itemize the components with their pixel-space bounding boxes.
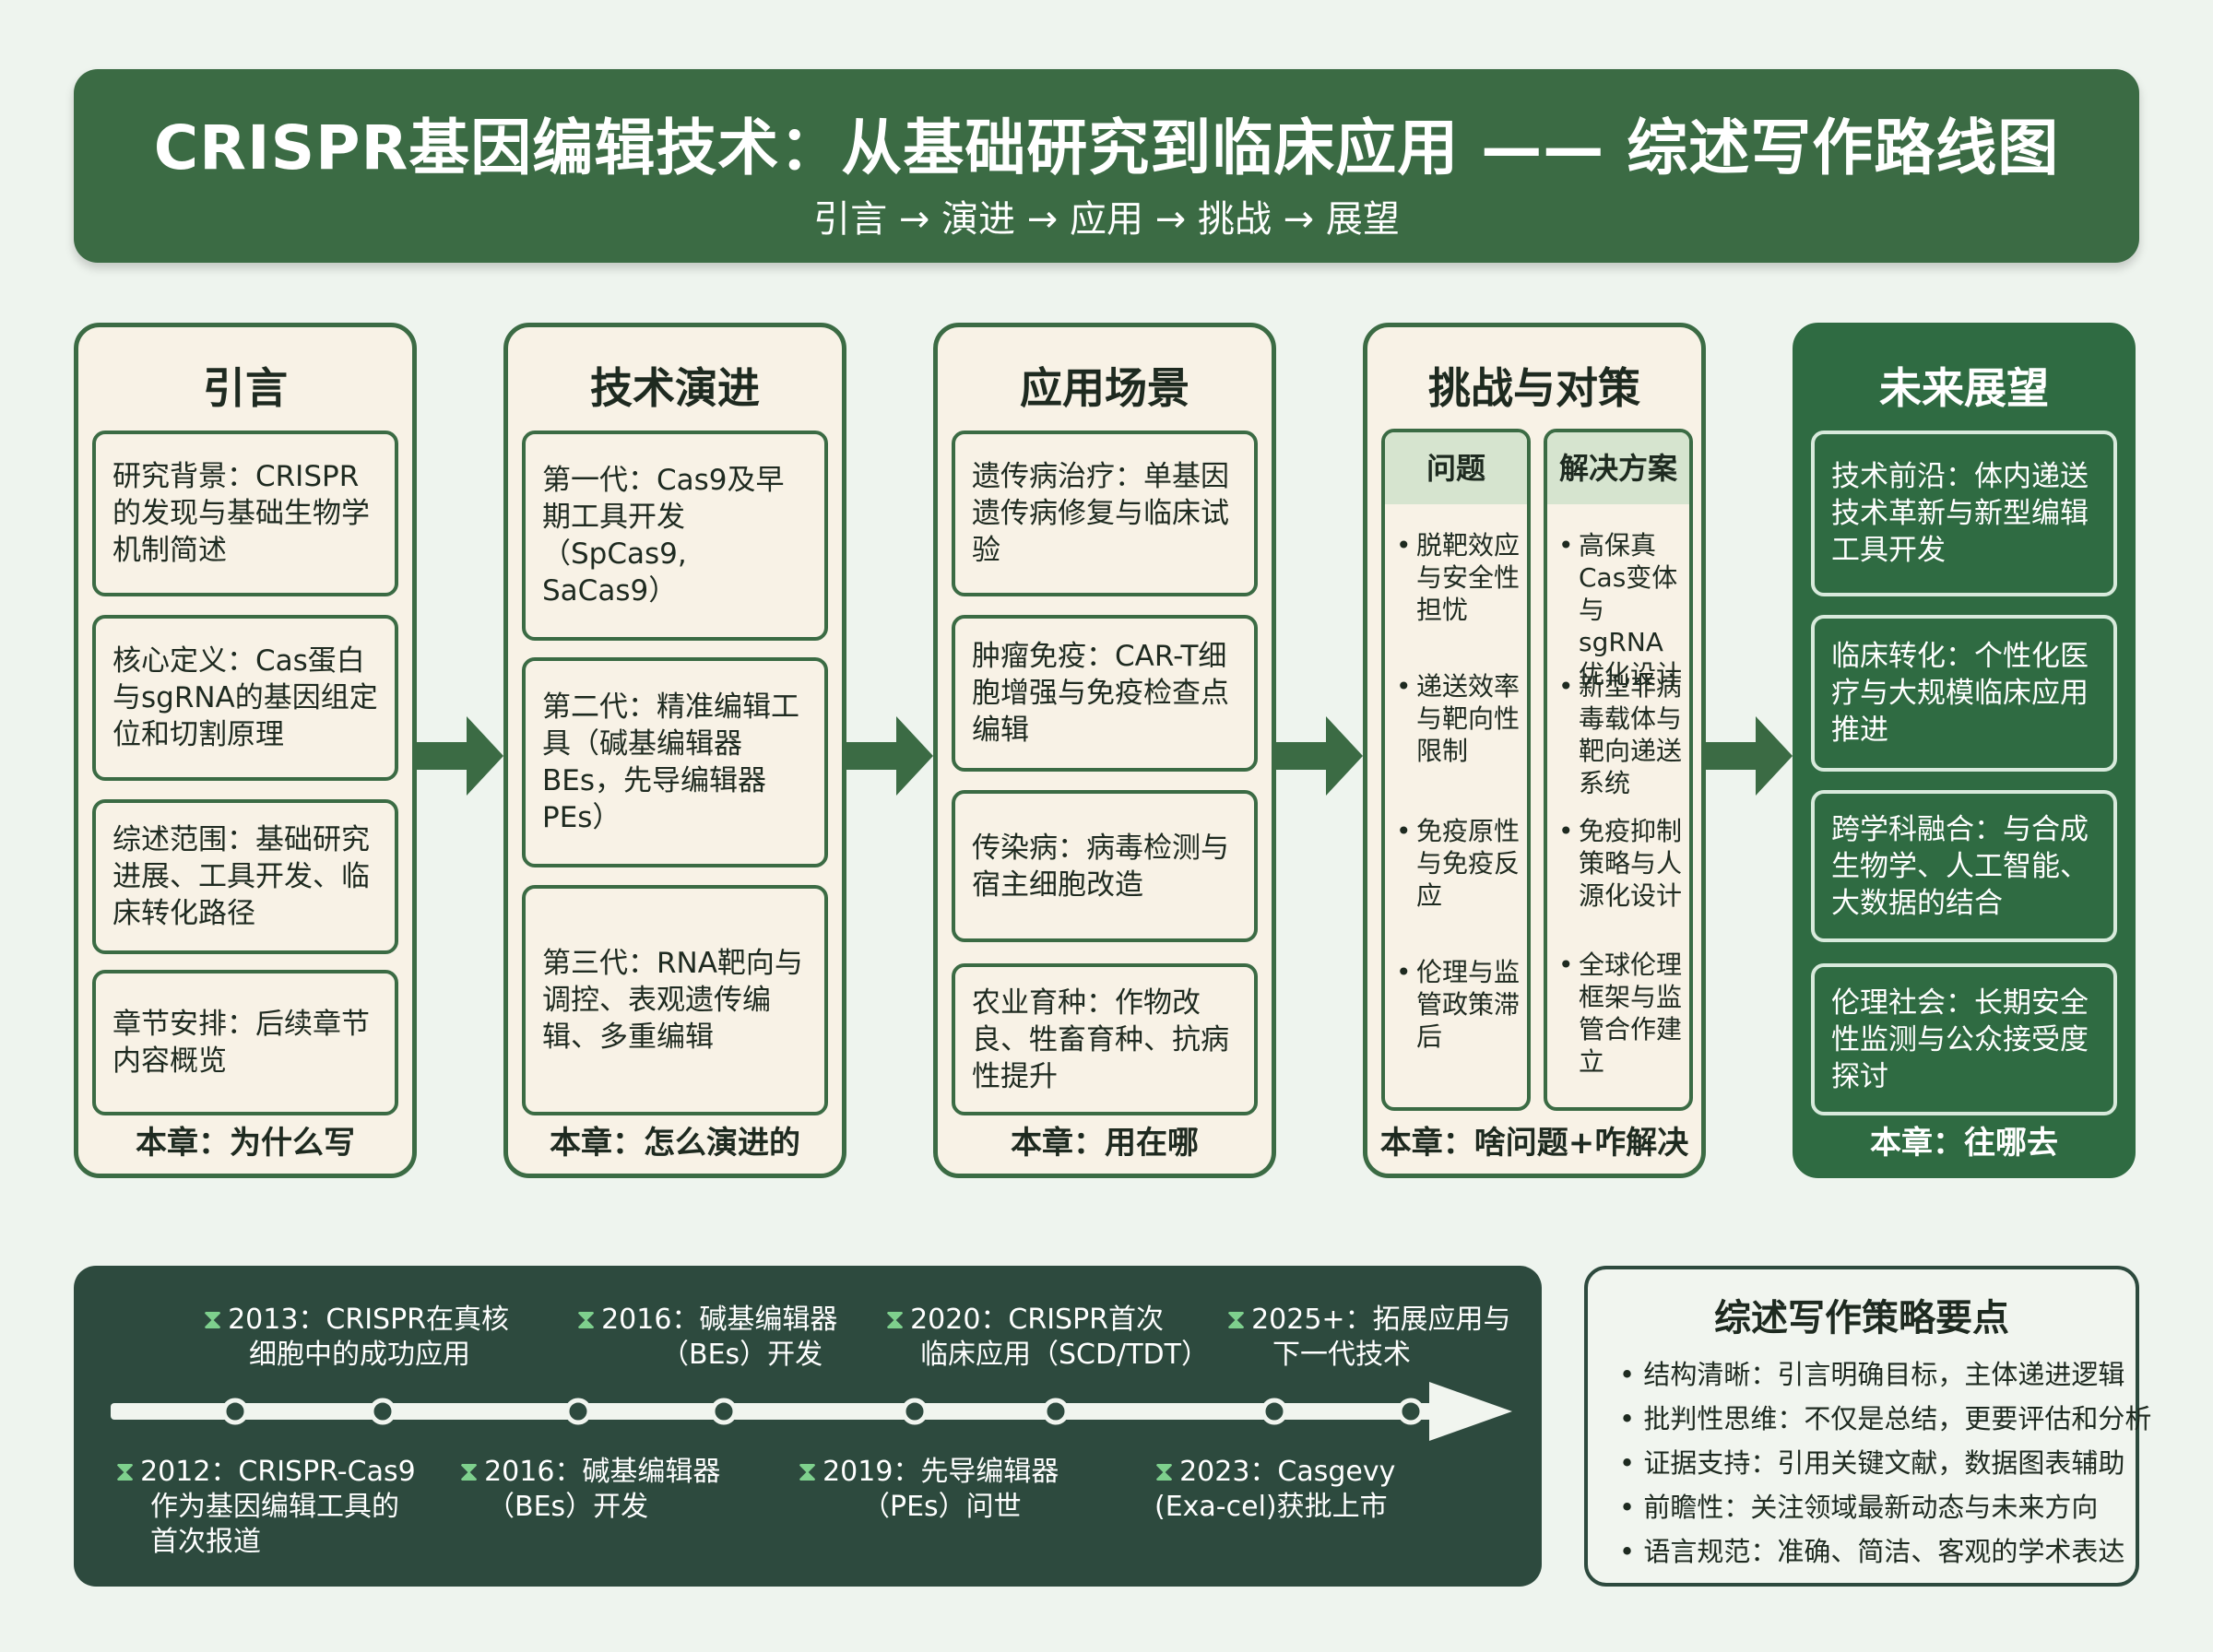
problem-item: •脱靶效应与安全性担忧 [1396,530,1521,625]
column-title: 未来展望 [1879,363,2049,413]
problems-table: 问题 •脱靶效应与安全性担忧 •递送效率与靶向性限制 •免疫原性与免疫反应 •伦… [1381,429,1531,1111]
page-title: CRISPR基因编辑技术：从基础研究到临床应用 —— 综述写作路线图 [153,112,2060,183]
flow-arrow-icon [417,716,503,796]
solution-item: •免疫抑制策略与人源化设计 [1558,816,1683,911]
hourglass-icon: ⧗ [1154,1456,1175,1488]
timeline-node [901,1398,929,1425]
timeline-node [369,1398,396,1425]
hourglass-icon: ⧗ [1226,1304,1247,1336]
timeline-event-2013: ⧗2013：CRISPR在真核 细胞中的成功应用 [203,1304,510,1371]
timeline-axis [111,1382,1512,1441]
page-subtitle: 引言 → 演进 → 应用 → 挑战 → 展望 [813,198,1400,241]
hourglass-icon: ⧗ [115,1456,136,1488]
flow-arrow-icon [846,716,933,796]
timeline-node [1042,1398,1070,1425]
card-ethics: 伦理社会：长期安全性监测与公众接受度探讨 [1811,963,2117,1115]
solutions-table: 解决方案 •高保真Cas变体与sgRNA优化设计 •新型非病毒载体与靶向递送系统… [1544,429,1693,1111]
column-title: 应用场景 [1020,363,1189,413]
hourglass-icon: ⧗ [798,1456,818,1488]
solution-item: •全球伦理框架与监管合作建立 [1558,950,1683,1077]
card-tech-frontier: 技术前沿：体内递送技术革新与新型编辑工具开发 [1811,431,2117,596]
timeline-node [710,1398,738,1425]
card-clinical: 临床转化：个性化医疗与大规模临床应用推进 [1811,615,2117,772]
problem-item: •免疫原性与免疫反应 [1396,816,1521,911]
timeline-node [1397,1398,1425,1425]
strategy-item: 结构清晰：引言明确目标，主体递进逻辑 [1619,1352,2126,1397]
card-definition: 核心定义：Cas蛋白与sgRNA的基因组定位和切割原理 [92,615,398,781]
timeline-event-2023: ⧗2023：Casgevy (Exa-cel)获批上市 [1154,1456,1396,1523]
timeline-panel: ⧗2013：CRISPR在真核 细胞中的成功应用 ⧗2016：碱基编辑器 （BE… [74,1266,1542,1587]
timeline-event-2012: ⧗2012：CRISPR-Cas9 作为基因编辑工具的 首次报道 [115,1456,416,1558]
strategy-title: 综述写作策略要点 [1714,1297,2009,1339]
timeline-event-2019: ⧗2019：先导编辑器 （PEs）问世 [798,1456,1059,1523]
card-chapters: 章节安排：后续章节内容概览 [92,970,398,1115]
timeline-event-2016-bottom: ⧗2016：碱基编辑器 （BEs）开发 [459,1456,721,1523]
column-evolution: 技术演进 第一代：Cas9及早期工具开发（SpCas9, SaCas9） 第二代… [503,323,846,1178]
strategy-item: 批判性思维：不仅是总结，更要评估和分析 [1619,1397,2151,1441]
strategy-list: 结构清晰：引言明确目标，主体递进逻辑 批判性思维：不仅是总结，更要评估和分析 证… [1619,1352,2151,1574]
column-introduction: 引言 研究背景：CRISPR的发现与基础生物学机制简述 核心定义：Cas蛋白与s… [74,323,417,1178]
header-banner: CRISPR基因编辑技术：从基础研究到临床应用 —— 综述写作路线图 引言 → … [74,69,2139,263]
card-interdisciplinary: 跨学科融合：与合成生物学、人工智能、大数据的结合 [1811,790,2117,942]
column-footer: 本章：为什么写 [136,1125,355,1162]
column-footer: 本章：怎么演进的 [550,1125,800,1162]
card-gen-1: 第一代：Cas9及早期工具开发（SpCas9, SaCas9） [522,431,828,641]
column-title: 挑战与对策 [1428,363,1640,413]
strategy-panel: 综述写作策略要点 结构清晰：引言明确目标，主体递进逻辑 批判性思维：不仅是总结，… [1584,1266,2151,1587]
timeline-event-2016-top: ⧗2016：碱基编辑器 （BEs）开发 [576,1304,838,1371]
card-infectious-disease: 传染病：病毒检测与宿主细胞改造 [952,790,1258,942]
problems-header: 问题 [1385,432,1527,504]
column-outlook: 未来展望 技术前沿：体内递送技术革新与新型编辑工具开发 临床转化：个性化医疗与大… [1793,323,2136,1178]
timeline-node [564,1398,592,1425]
column-footer: 本章：往哪去 [1870,1125,2058,1162]
solution-item: •高保真Cas变体与sgRNA优化设计 [1558,530,1683,690]
hourglass-icon: ⧗ [459,1456,479,1488]
solutions-header: 解决方案 [1547,432,1689,504]
timeline-node [221,1398,249,1425]
hourglass-icon: ⧗ [203,1304,223,1336]
column-title: 技术演进 [590,363,760,413]
strategy-item: 前瞻性：关注领域最新动态与未来方向 [1619,1485,2126,1529]
card-gen-3: 第三代：RNA靶向与调控、表观遗传编辑、多重编辑 [522,885,828,1115]
timeline-event-2025: ⧗2025+：拓展应用与 下一代技术 [1226,1304,1511,1371]
column-applications: 应用场景 遗传病治疗：单基因遗传病修复与临床试验 肿瘤免疫：CAR-T细胞增强与… [933,323,1276,1178]
problem-item: •递送效率与靶向性限制 [1396,671,1521,766]
card-tumor-immunity: 肿瘤免疫：CAR-T细胞增强与免疫检查点编辑 [952,615,1258,772]
column-title: 引言 [203,363,288,413]
card-genetic-disease: 遗传病治疗：单基因遗传病修复与临床试验 [952,431,1258,596]
flow-arrow-icon [1706,716,1793,796]
flow-arrow-icon [1276,716,1363,796]
card-scope: 综述范围：基础研究进展、工具开发、临床转化路径 [92,799,398,954]
column-challenges: 挑战与对策 问题 •脱靶效应与安全性担忧 •递送效率与靶向性限制 •免疫原性与免… [1363,323,1706,1178]
timeline-event-2020: ⧗2020：CRISPR首次 临床应用（SCD/TDT） [885,1304,1209,1371]
timeline-node [1260,1398,1288,1425]
hourglass-icon: ⧗ [885,1304,905,1336]
column-footer: 本章：用在哪 [1011,1125,1199,1162]
card-gen-2: 第二代：精准编辑工具（碱基编辑器BEs，先导编辑器PEs） [522,657,828,867]
card-agriculture: 农业育种：作物改良、牲畜育种、抗病性提升 [952,963,1258,1115]
problem-item: •伦理与监管政策滞后 [1396,957,1521,1052]
column-footer: 本章：啥问题+咋解决 [1379,1125,1689,1162]
card-background: 研究背景：CRISPR的发现与基础生物学机制简述 [92,431,398,596]
solution-item: •新型非病毒载体与靶向递送系统 [1558,671,1683,798]
strategy-item: 证据支持：引用关键文献，数据图表辅助 [1619,1441,2126,1485]
hourglass-icon: ⧗ [576,1304,597,1336]
strategy-item: 语言规范：准确、简洁、客观的学术表达 [1619,1529,2126,1574]
